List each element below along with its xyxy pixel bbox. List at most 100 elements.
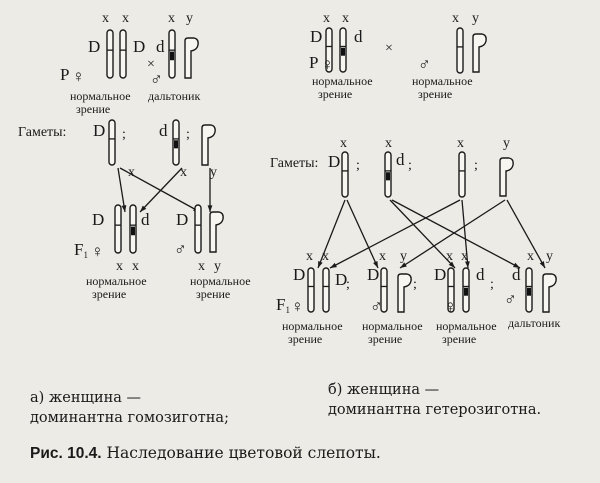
gametes-label: Гаметы: [18,125,66,140]
inheritance-arrow [346,199,379,269]
x-label: x [198,259,205,274]
x-chromosome [325,27,333,73]
colorblind-gene-band [174,140,178,149]
caption-a-line-1: а) женщина — [30,390,142,406]
inheritance-arrow [139,167,183,213]
y-label: y [210,165,217,180]
caption-b: б) женщина — доминантна гетерозиготна. [328,380,588,420]
gametes-label: Гаметы: [270,156,318,171]
x-chromosome [322,267,330,313]
arrow-head [318,261,323,268]
x-label: x [342,11,349,26]
figure-number: Рис. 10.4. [30,445,102,462]
normal-vision-label: нормальное [436,319,497,333]
caption-b-line-2: доминантна гетерозиготна. [328,402,542,418]
arrow-head [465,261,470,268]
normal-vision-label: зрение [76,102,110,116]
x-chromosome [458,151,466,198]
inheritance-arrow [117,167,126,213]
normal-vision-label: нормальное [86,274,147,288]
allele-d: d [512,265,521,284]
male-symbol: ♂ [504,290,517,309]
female-symbol: ♀ [91,242,104,261]
f1-label: F1 [74,240,88,260]
allele-d: d [354,27,363,46]
semicolon: ; [490,277,494,292]
y-chromosome [201,124,216,166]
colorblind-gene-band [131,226,135,236]
allele-D: D [328,152,340,171]
caption-a-line-2: доминантна гомозиготна; [30,410,229,426]
allele-D: D [88,37,100,56]
arrow-head [121,205,127,212]
colorblind-label: дальтоник [148,89,200,103]
male-symbol: ♂ [418,55,431,74]
normal-vision-label: зрение [442,332,476,346]
x-label: x [102,11,109,26]
x-label: x [323,11,330,26]
x-label: x [379,249,386,264]
y-label: y [214,259,221,274]
y-chromosome [184,37,199,79]
allele-d: d [396,150,405,169]
y-label: y [546,249,553,264]
y-label: y [400,249,407,264]
caption-b-line-1: б) женщина — [328,382,440,398]
figure-title: Наследование цветовой слепоты. [101,444,381,462]
allele-D: D [93,121,105,140]
allele-d: d [156,37,165,56]
colorblind-gene-band [386,172,390,181]
x-label: x [446,249,453,264]
arrow-head [539,261,545,268]
semicolon: ; [356,158,360,173]
x-chromosome [307,267,315,313]
semicolon: ; [122,127,126,142]
parental-label: P [60,65,69,84]
arrow-head [513,262,520,268]
semicolon: ; [186,127,190,142]
male-symbol: ♂ [150,70,163,89]
x-label: x [457,136,464,151]
inheritance-arrow [119,167,201,213]
cross-symbol: × [147,57,155,72]
inheritance-arrow [506,199,546,269]
x-label: x [306,249,313,264]
arrow-head [373,261,378,268]
normal-vision-label: нормальное [70,89,131,103]
inheritance-arrow [389,199,456,269]
semicolon: ; [346,277,350,292]
x-label: x [461,249,468,264]
allele-D: D [367,265,379,284]
x-chromosome [341,151,349,198]
y-chromosome [209,211,224,253]
normal-vision-label: нормальное [362,319,423,333]
normal-vision-label: нормальное [282,319,343,333]
semicolon: ; [474,158,478,173]
x-chromosome [456,27,464,74]
x-label: x [385,136,392,151]
arrow-head [140,205,147,212]
normal-vision-label: зрение [288,332,322,346]
allele-D: D [434,265,446,284]
x-label: x [452,11,459,26]
x-chromosome [447,267,455,313]
colorblind-gene-band [341,47,345,56]
allele-D: D [335,270,347,289]
x-label: x [168,11,175,26]
y-chromosome [499,157,514,197]
figure-caption: Рис. 10.4. Наследование цветовой слепоты… [30,443,590,464]
arrow-head [330,262,337,268]
normal-vision-label: зрение [418,87,452,101]
x-chromosome [108,119,116,166]
male-symbol: ♂ [174,240,187,259]
normal-vision-label: зрение [92,287,126,301]
f1-label: F1 [276,295,290,315]
x-chromosome [119,29,127,79]
inheritance-arrow [317,199,346,269]
y-chromosome [542,273,557,313]
colorblind-label: дальтоник [508,316,560,330]
x-chromosome [380,267,388,313]
normal-vision-label: нормальное [412,74,473,88]
